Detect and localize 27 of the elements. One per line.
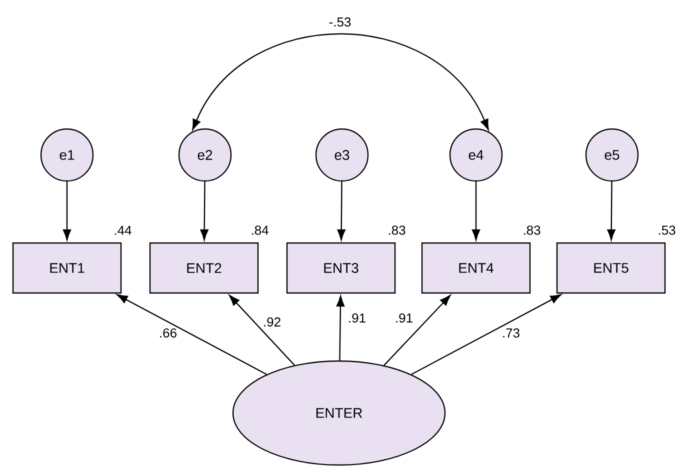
variable-box: ENT1 bbox=[12, 242, 122, 294]
edge-label: .92 bbox=[264, 317, 280, 327]
edge-label: .91 bbox=[349, 313, 366, 323]
variable-box: ENT4 bbox=[421, 242, 531, 294]
variable-box: ENT3 bbox=[286, 242, 396, 294]
path-arrow bbox=[229, 294, 295, 366]
edge-label: -.53 bbox=[329, 17, 351, 27]
variable-box: ENT5 bbox=[556, 242, 666, 294]
path-arrow bbox=[336, 296, 345, 360]
path-arrow bbox=[116, 294, 267, 375]
path-arrow bbox=[192, 33, 489, 130]
edge-label: .73 bbox=[503, 328, 520, 338]
edge-label: .91 bbox=[396, 313, 412, 323]
path-arrow bbox=[607, 182, 616, 240]
path-arrow bbox=[337, 182, 346, 240]
squared-correlation: .53 bbox=[658, 226, 676, 235]
squared-correlation: .84 bbox=[252, 226, 268, 235]
path-arrow bbox=[62, 182, 72, 240]
path-arrow bbox=[411, 294, 562, 375]
path-arrow bbox=[200, 182, 208, 240]
variable-box: ENT2 bbox=[149, 242, 259, 294]
squared-correlation: .83 bbox=[388, 226, 406, 235]
squared-correlation: .83 bbox=[524, 226, 540, 235]
squared-correlation: .44 bbox=[114, 226, 132, 235]
path-arrow bbox=[384, 294, 451, 366]
path-arrow bbox=[472, 182, 480, 240]
edge-label: .66 bbox=[160, 328, 176, 338]
